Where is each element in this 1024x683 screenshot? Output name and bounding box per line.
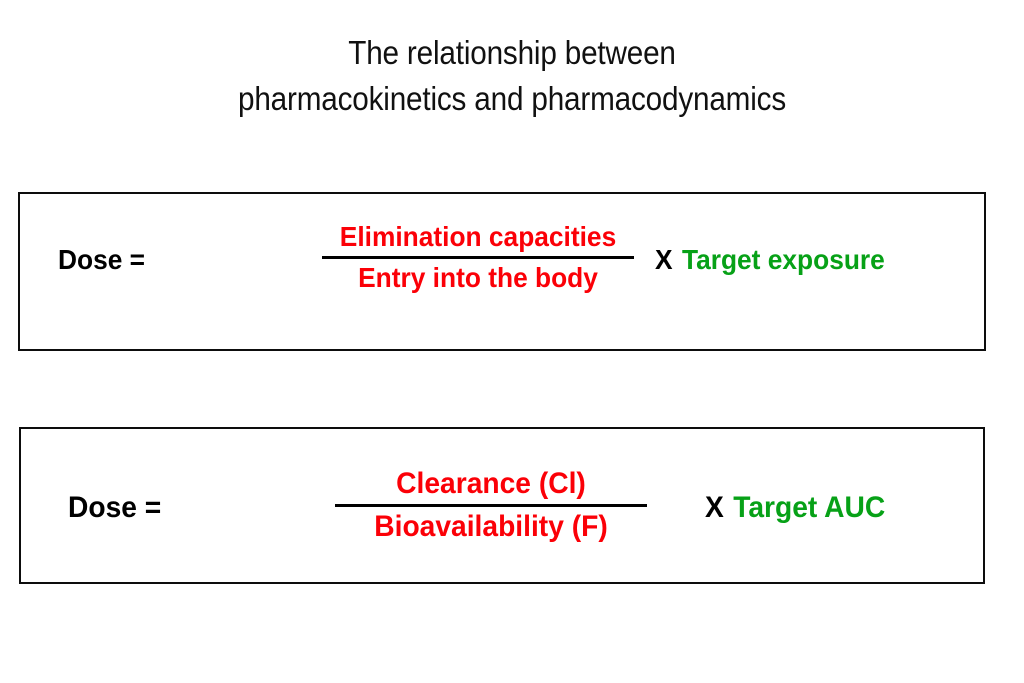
equation-box-conceptual: Dose = Elimination capacities Entry into… <box>18 192 986 351</box>
equation-lhs-dose: Dose = <box>58 244 146 275</box>
fraction-bar <box>322 256 634 259</box>
page-title-line-1: The relationship between <box>348 34 676 71</box>
page-title-line-2: pharmacokinetics and pharmacodynamics <box>237 80 787 117</box>
multiplication-sign: X <box>655 244 673 275</box>
fraction-numerator: Elimination capacities <box>339 221 617 252</box>
equation-box-parameterized: Dose = Clearance (Cl) Bioavailability (F… <box>19 427 985 584</box>
equation-fraction: Clearance (Cl) Bioavailability (F) <box>293 469 689 542</box>
equation-lhs-dose: Dose = <box>68 491 162 524</box>
equation-rhs: X Target AUC <box>705 491 885 525</box>
equation-fraction: Elimination capacities Entry into the bo… <box>280 223 676 292</box>
fraction-bar <box>335 504 647 507</box>
fraction-denominator: Bioavailability (F) <box>374 510 608 543</box>
target-term: Target AUC <box>733 491 886 524</box>
fraction-numerator: Clearance (Cl) <box>396 467 586 500</box>
page-title: The relationship between pharmacokinetic… <box>51 30 973 122</box>
target-term: Target exposure <box>681 244 885 275</box>
fraction-denominator: Entry into the body <box>358 262 598 293</box>
equation-row: Dose = Elimination capacities Entry into… <box>20 194 984 349</box>
multiplication-sign: X <box>705 491 724 524</box>
equation-rhs: X Target exposure <box>655 244 885 276</box>
equation-row: Dose = Clearance (Cl) Bioavailability (F… <box>21 429 983 582</box>
